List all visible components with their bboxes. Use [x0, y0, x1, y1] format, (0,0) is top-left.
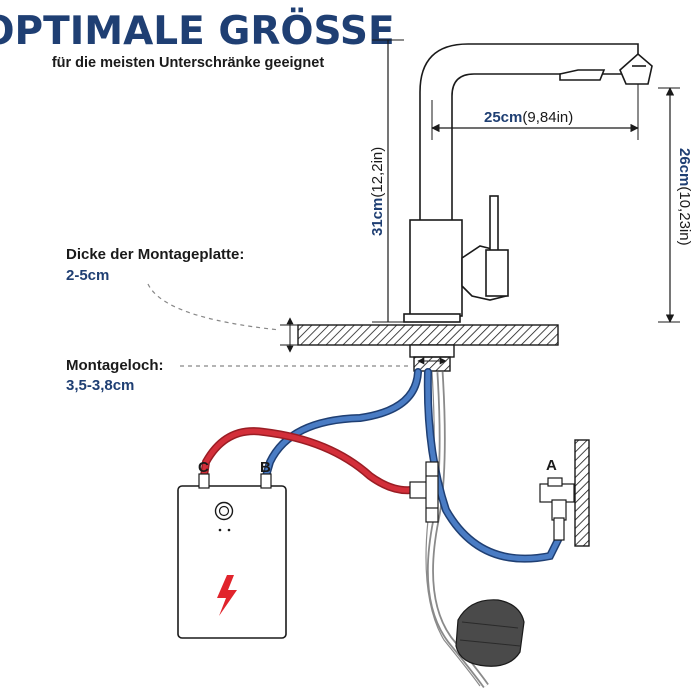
plate-thickness-value: 2-5cm	[66, 267, 109, 284]
dimension-spout-height: 26cm(10,23in)	[658, 87, 693, 323]
page-title: OPTIMALE GRÖSSE	[0, 7, 395, 54]
dimension-total-height: 31cm(12,2in)	[369, 39, 404, 323]
connection-b-label: B	[260, 459, 271, 476]
connection-c-label: C	[198, 459, 209, 476]
lightning-bolt-icon	[217, 575, 237, 616]
faucet-handle	[489, 195, 499, 253]
faucet-base	[403, 313, 461, 323]
power-button-icon	[214, 501, 234, 521]
spray-head	[559, 69, 606, 81]
mounting-hole-value: 3,5-3,8cm	[66, 377, 134, 394]
mounting-shank	[409, 344, 455, 372]
mounting-hole-label: Montageloch:	[66, 357, 164, 374]
faucet	[403, 43, 653, 323]
plate-thickness-label: Dicke der Montageplatte:	[66, 246, 244, 263]
spray-nozzle	[619, 52, 653, 85]
dimension-spout-reach: 25cm(9,84in)	[431, 84, 639, 140]
water-heater	[177, 473, 287, 639]
faucet-spout	[419, 43, 639, 222]
connection-a-label: A	[546, 457, 557, 474]
cold-hose-a	[423, 368, 562, 563]
spout-height-label: 26cm(10,23in)	[676, 148, 693, 246]
total-height-label: 31cm(12,2in)	[369, 147, 386, 236]
wall-valve-a	[539, 439, 590, 547]
page-subtitle: für die meisten Unterschränke geeignet	[52, 55, 325, 71]
spout-reach-label: 25cm(9,84in)	[484, 109, 573, 126]
t-fitting	[409, 461, 439, 523]
hose-counterweight	[455, 599, 525, 667]
faucet-body	[409, 219, 463, 317]
